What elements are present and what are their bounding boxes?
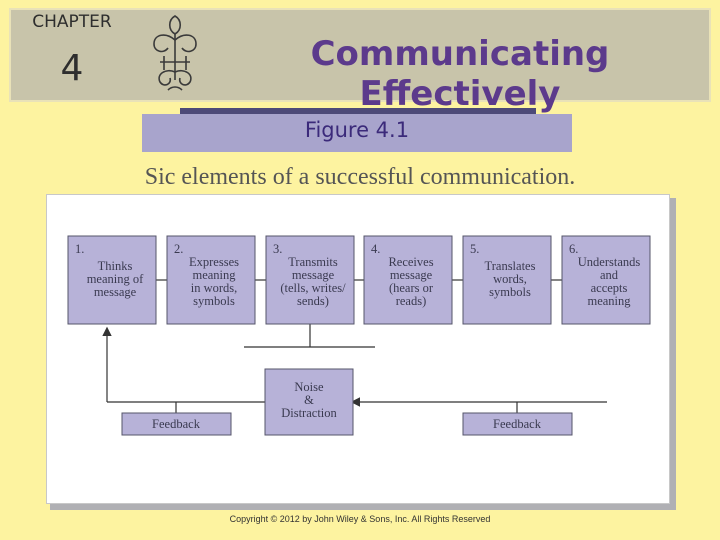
- noise-distraction-box: Noise&Distraction: [264, 368, 354, 436]
- chapter-label: CHAPTER: [32, 12, 112, 32]
- feedback-left-rect: [121, 412, 232, 436]
- step-text-line: Thinks: [98, 259, 133, 273]
- step-box-rect: [166, 235, 256, 325]
- step-number: 4.: [371, 242, 380, 256]
- copyright-text: Copyright © 2012 by John Wiley & Sons, I…: [229, 514, 491, 524]
- fleur-ornament-icon: [153, 15, 197, 91]
- step-text-line: accepts: [591, 281, 628, 295]
- page-title: Communicating Effectively: [310, 34, 610, 114]
- feedback-box-right: Feedback: [462, 412, 573, 436]
- connector-lines: [102, 279, 607, 413]
- step-text-line: in words,: [191, 281, 238, 295]
- step-text-line: Translates: [485, 259, 536, 273]
- step-text-line: and: [600, 268, 619, 282]
- noise-text-line: Distraction: [281, 406, 337, 420]
- step-text-line: Receives: [388, 255, 433, 269]
- step-number: 6.: [569, 242, 578, 256]
- step-box-rect: [462, 235, 552, 325]
- step-box-rect: [363, 235, 453, 325]
- step-text-line: words,: [493, 272, 527, 286]
- step-text-line: (hears or: [389, 281, 434, 295]
- step-text-line: message: [292, 268, 335, 282]
- step-text-line: symbols: [193, 294, 235, 308]
- step-box-rect: [561, 235, 651, 325]
- step-text-line: sends): [297, 294, 329, 308]
- feedback-right-label: Feedback: [493, 417, 542, 431]
- noise-text-line: Noise: [294, 380, 324, 394]
- step-number: 5.: [470, 242, 479, 256]
- step-box-rect: [67, 235, 157, 325]
- step-text-line: Transmits: [288, 255, 338, 269]
- feedback-box-left: Feedback: [121, 412, 232, 436]
- step-number: 2.: [174, 242, 183, 256]
- chapter-header: [9, 8, 711, 102]
- step-text-line: symbols: [489, 285, 531, 299]
- step-box-rect: [265, 235, 355, 325]
- step-text-line: message: [94, 285, 137, 299]
- noise-text-line: &: [304, 393, 314, 407]
- step-number: 3.: [273, 242, 282, 256]
- figure-subtitle: Sic elements of a successful communicati…: [144, 164, 576, 190]
- step-text-line: (tells, writes/: [280, 281, 346, 295]
- step-text-line: message: [390, 268, 433, 282]
- step-text-line: Understands: [578, 255, 641, 269]
- figure-label: Figure 4.1: [304, 118, 410, 142]
- feedback-left-label: Feedback: [152, 417, 201, 431]
- noise-box-rect: [264, 368, 354, 436]
- step-text-line: reads): [396, 294, 427, 308]
- chapter-number: 4: [60, 48, 84, 89]
- step-text-line: Expresses: [189, 255, 239, 269]
- step-number: 1.: [75, 242, 84, 256]
- step-text-line: meaning of: [87, 272, 144, 286]
- figure-label-bar: Figure 4.1: [142, 114, 572, 152]
- step-text-line: meaning: [192, 268, 236, 282]
- step-text-line: meaning: [587, 294, 631, 308]
- feedback-right-rect: [462, 412, 573, 436]
